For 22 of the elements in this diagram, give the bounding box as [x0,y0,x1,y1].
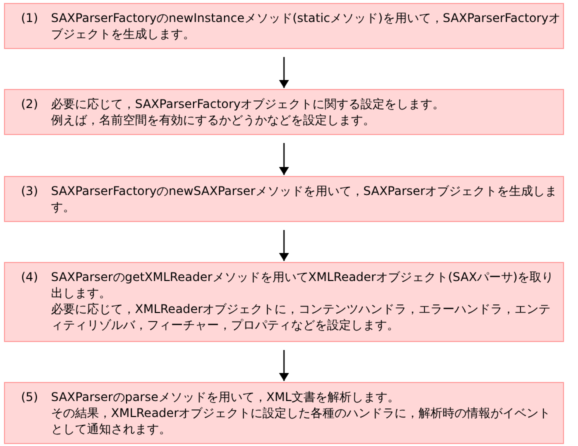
step-box [4,382,564,444]
step-number: (5) [21,389,39,406]
step-text: SAXParserのparseメソッドを用いて，XML文書を解析します。 [51,389,401,405]
step-text: SAXParserのgetXMLReaderメソッドを用いてXMLReaderオブジェクト(SAXパーサ)を取り出します。 [51,269,555,301]
step-number: (4) [21,269,39,286]
arrow [279,143,289,175]
arrow [279,57,289,88]
step-box [4,262,564,342]
step-box [4,3,564,49]
step-number: (2) [21,96,39,113]
arrow [279,350,289,381]
step-number: (3) [21,183,39,200]
arrow [279,230,289,261]
step-number: (1) [21,10,39,27]
step-text: SAXParserFactoryのnewInstanceメソッド(staticメソッド)を用いて，SAXParserFactoryオブジェクトを生成します。 [51,10,561,42]
step-box [4,176,564,222]
step-text: 必要に応じて，SAXParserFactoryオブジェクトに関する設定をします。 [51,96,445,112]
step-text: 必要に応じて，XMLReaderオブジェクトに，コンテンツハンドラ，エラーハンドラ，エンティティリゾルバ，フィーチャー，プロパティなどを設定します。 [51,301,552,333]
step-text: その結果，XMLReaderオブジェクトに設定した各種のハンドラに，解析時の情報がイベントとして通知されます。 [51,405,552,437]
step-text: 例えば，名前空間を有効にするかどうかなどを設定します。 [51,112,376,128]
step-text: SAXParserFactoryのnewSAXParserメソッドを用いて，SAXParserオブジェクトを生成します。 [51,183,558,215]
step-box [4,89,564,135]
